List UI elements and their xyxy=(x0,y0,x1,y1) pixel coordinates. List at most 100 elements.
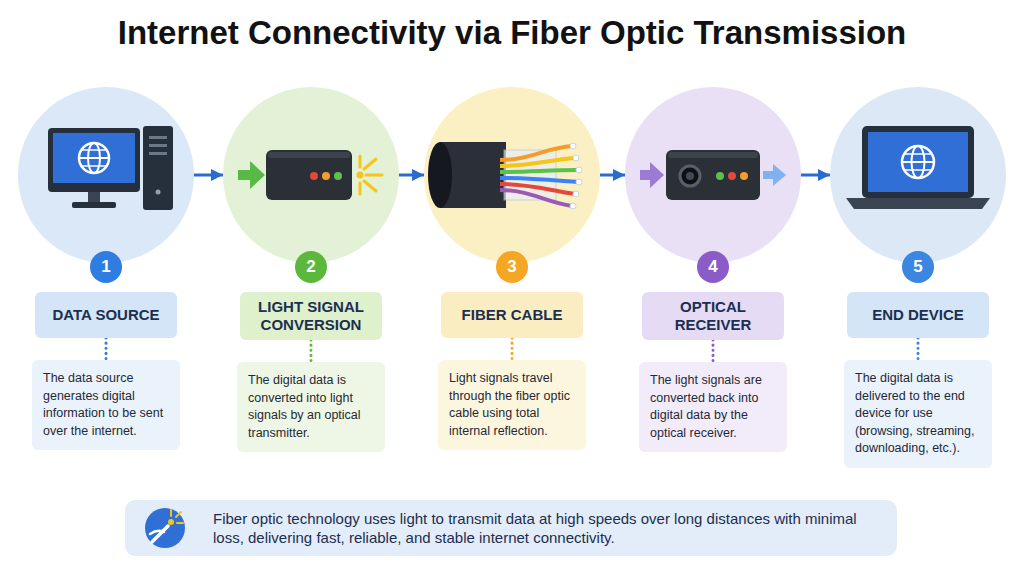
optical-transmitter-icon xyxy=(364,181,376,191)
step-description: The data source generates digital inform… xyxy=(43,370,169,440)
dotted-connector xyxy=(712,340,715,362)
step-heading-box: LIGHT SIGNAL CONVERSION xyxy=(240,292,382,340)
flow-arrow xyxy=(194,174,223,177)
step-circles xyxy=(830,87,1006,263)
optical-transmitter-icon xyxy=(366,174,382,177)
desktop-computer-icon xyxy=(149,152,167,155)
fiber-cable-icon xyxy=(500,158,575,166)
step-heading-box: END DEVICE xyxy=(847,292,989,338)
caption-band xyxy=(168,519,174,525)
step-circle: 3 xyxy=(424,87,600,263)
optical-transmitter-icon xyxy=(322,172,330,180)
flow-arrow xyxy=(801,174,830,177)
optical-receiver-icon xyxy=(716,172,724,180)
desktop-computer-icon xyxy=(79,157,109,159)
callout-number: 4 xyxy=(697,251,729,283)
optical-receiver-icon xyxy=(666,150,760,200)
optical-receiver-icon xyxy=(650,162,664,188)
caption-band xyxy=(125,500,897,556)
fiber-cable-icon xyxy=(500,190,572,206)
optical-receiver-icon xyxy=(773,164,786,186)
summary-band: Fiber optic technology uses light to tra… xyxy=(125,500,897,556)
caption-band xyxy=(150,531,164,534)
flow-arrow xyxy=(600,174,625,177)
step-circles xyxy=(625,87,801,263)
caption-band xyxy=(145,508,185,548)
fiber-cable-icon xyxy=(576,167,582,173)
step-circles xyxy=(18,87,194,263)
optical-transmitter-icon xyxy=(238,150,382,200)
laptop-icon xyxy=(905,153,931,155)
step-description: The digital data is converted into light… xyxy=(248,372,374,442)
laptop-icon xyxy=(902,146,934,178)
step-heading-box: DATA SOURCE xyxy=(35,292,177,338)
step-circle: 2 xyxy=(223,87,399,263)
desktop-computer-icon xyxy=(88,192,100,203)
laptop-icon xyxy=(846,198,990,209)
fiber-cable-icon xyxy=(576,179,582,185)
step-heading-box: FIBER CABLE xyxy=(441,292,583,338)
dotted-connector xyxy=(310,340,313,362)
step-heading-box: OPTICAL RECEIVER xyxy=(642,292,784,340)
optical-transmitter-icon xyxy=(310,172,318,180)
caption-band xyxy=(176,512,181,517)
desktop-computer-icon xyxy=(149,136,167,139)
step-heading: FIBER CABLE xyxy=(462,306,563,324)
step-description-box: The data source generates digital inform… xyxy=(32,360,180,450)
optical-receiver-icon xyxy=(668,152,758,158)
laptop-icon xyxy=(862,126,974,198)
optical-receiver-icon xyxy=(680,166,700,186)
dotted-connector xyxy=(105,338,108,360)
caption-band xyxy=(170,510,172,516)
optical-receiver-icon xyxy=(640,150,786,200)
summary-text: Fiber optic technology uses light to tra… xyxy=(213,509,877,548)
caption-band xyxy=(177,522,183,524)
fiber-cable-icon xyxy=(428,142,452,208)
optical-transmitter-icon xyxy=(359,183,362,194)
desktop-computer-icon xyxy=(79,143,109,173)
desktop-computer-icon xyxy=(48,128,140,192)
caption-band xyxy=(125,500,897,556)
laptop-icon xyxy=(846,126,990,209)
optical-receiver-icon xyxy=(728,172,736,180)
desktop-computer-icon xyxy=(48,126,173,210)
step-description: Light signals travel through the fiber o… xyxy=(449,370,575,440)
fiber-cable-icon xyxy=(428,142,582,209)
step-description-box: Light signals travel through the fiber o… xyxy=(438,360,586,450)
step-circle: 1 xyxy=(18,87,194,263)
callout-number: 5 xyxy=(902,251,934,283)
desktop-computer-icon xyxy=(82,149,106,151)
fiber-cable-icon xyxy=(500,170,578,172)
fiber-cable-icon xyxy=(500,178,578,182)
desktop-computer-icon xyxy=(53,133,135,183)
desktop-computer-icon xyxy=(149,144,167,147)
step-description-box: The digital data is delivered to the end… xyxy=(844,360,992,468)
fiber-cable-icon xyxy=(573,155,579,161)
step-description: The light signals are converted back int… xyxy=(650,372,776,442)
step-circles xyxy=(18,87,1006,263)
step-heading: END DEVICE xyxy=(872,306,964,324)
desktop-computer-icon xyxy=(72,202,116,208)
desktop-computer-icon xyxy=(82,165,106,167)
fiber-cable-icon xyxy=(573,191,579,197)
laptop-icon xyxy=(868,132,968,192)
optical-transmitter-icon xyxy=(238,170,252,180)
step-circles xyxy=(223,87,399,263)
optical-transmitter-icon xyxy=(266,150,352,200)
optical-transmitter-icon xyxy=(357,172,364,179)
dotted-connector xyxy=(917,338,920,360)
desktop-computer-icon xyxy=(143,126,173,210)
diagram-title: Internet Connectivity via Fiber Optic Tr… xyxy=(118,14,907,52)
callout-number: 2 xyxy=(295,251,327,283)
optical-transmitter-icon xyxy=(250,161,265,189)
optical-transmitter-icon xyxy=(268,152,350,158)
step-heading: DATA SOURCE xyxy=(52,306,159,324)
caption-band xyxy=(152,526,168,542)
fiber-cable-icon xyxy=(570,203,576,209)
step-description: The digital data is delivered to the end… xyxy=(855,370,981,458)
dotted-connector xyxy=(511,338,514,360)
laptop-icon xyxy=(905,169,931,171)
step-heading: OPTICAL RECEIVER xyxy=(650,298,776,334)
